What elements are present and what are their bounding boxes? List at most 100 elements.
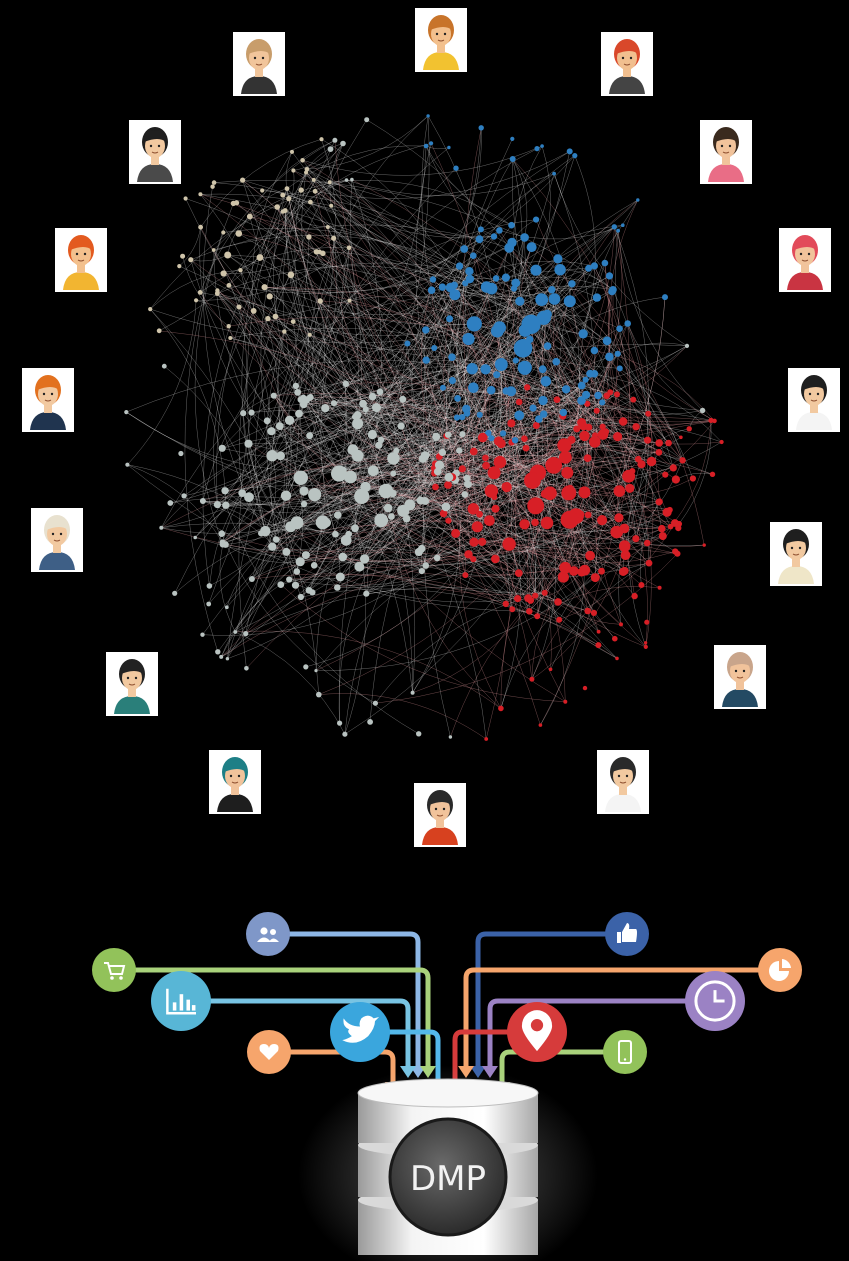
- avatar-mouth: [151, 151, 159, 154]
- network-node: [248, 409, 255, 416]
- network-edge: [200, 194, 281, 427]
- network-node: [590, 573, 600, 583]
- avatar-face: [786, 536, 806, 560]
- network-node: [541, 589, 548, 596]
- network-node: [492, 275, 500, 282]
- network-edge: [313, 179, 495, 237]
- network-node: [466, 363, 478, 375]
- network-edge: [236, 202, 620, 369]
- avatar-shirt: [30, 412, 66, 430]
- network-edge: [500, 577, 596, 709]
- network-edge: [531, 535, 663, 680]
- network-node: [198, 224, 204, 230]
- avatar-eye: [442, 807, 446, 811]
- network-node: [557, 438, 572, 453]
- avatar-eye: [75, 252, 79, 256]
- network-node: [585, 550, 595, 561]
- network-edge: [312, 300, 340, 474]
- network-node: [439, 509, 448, 518]
- network-edge: [316, 251, 533, 331]
- network-node: [448, 377, 456, 385]
- network-node: [590, 609, 598, 617]
- network-node: [211, 180, 217, 185]
- network-node: [616, 228, 620, 233]
- network-node: [512, 357, 519, 364]
- network-edge: [391, 283, 466, 517]
- network-node: [599, 423, 606, 430]
- network-node: [280, 490, 292, 501]
- avatar-shirt: [787, 272, 823, 290]
- network-node: [448, 735, 453, 739]
- avatar-fringe: [248, 42, 270, 54]
- network-edge: [200, 247, 350, 293]
- network-node: [554, 598, 562, 606]
- network-edge: [240, 270, 559, 603]
- network-node: [583, 454, 592, 462]
- network-edge: [536, 226, 615, 426]
- dmp-database: DMP: [298, 1065, 598, 1261]
- network-edge: [208, 471, 438, 605]
- network-edge: [531, 493, 556, 680]
- network-edge: [309, 330, 498, 351]
- network-edge: [425, 467, 674, 566]
- users-icon-circle: [246, 912, 290, 956]
- network-edge: [150, 300, 570, 344]
- network-node: [440, 384, 446, 391]
- network-edge: [462, 127, 566, 702]
- network-edge: [300, 470, 344, 598]
- network-node: [466, 316, 482, 332]
- network-edge: [450, 531, 617, 738]
- network-edge: [184, 203, 234, 652]
- network-edge: [638, 428, 690, 460]
- network-node: [218, 444, 226, 452]
- avatar-mouth: [436, 814, 444, 817]
- network-edge: [465, 501, 660, 576]
- mobile-connector-line: [499, 1049, 628, 1085]
- avatar-eye: [229, 774, 233, 778]
- network-edge: [540, 514, 585, 726]
- network-node: [478, 125, 484, 131]
- network-node: [599, 399, 606, 406]
- network-node: [272, 536, 280, 543]
- network-node: [362, 406, 369, 413]
- network-node: [553, 254, 563, 264]
- avatar-eye: [261, 56, 265, 60]
- network-edge: [308, 236, 397, 451]
- network-edge: [354, 404, 468, 418]
- network-node: [589, 436, 601, 448]
- avatar-fringe: [616, 42, 638, 54]
- network-node: [584, 400, 591, 407]
- network-node: [327, 180, 332, 185]
- network-node: [586, 369, 594, 378]
- network-edge: [342, 535, 663, 577]
- network-node: [484, 515, 495, 526]
- network-edge: [273, 188, 298, 393]
- network-node: [295, 409, 303, 418]
- network-node: [491, 504, 500, 513]
- network-edge: [344, 432, 489, 735]
- network-node: [444, 481, 452, 489]
- network-edge: [242, 413, 307, 556]
- network-node: [582, 685, 588, 691]
- network-edge: [246, 188, 288, 547]
- network-edge: [284, 331, 413, 693]
- network-edge: [200, 194, 537, 426]
- avatar-neck: [792, 558, 800, 567]
- network-node: [577, 396, 586, 405]
- network-node: [199, 498, 206, 504]
- avatar-eye: [790, 546, 794, 550]
- network-edge: [469, 278, 584, 335]
- network-node: [689, 475, 697, 482]
- network-node: [494, 436, 504, 447]
- network-edge: [280, 455, 585, 571]
- network-edge: [466, 478, 624, 572]
- network-node: [611, 224, 617, 230]
- avatar-bottom-left-teal-hood: [209, 750, 261, 814]
- network-edge: [126, 411, 344, 472]
- network-node: [470, 556, 477, 563]
- network-node: [260, 525, 271, 537]
- network-edge: [531, 546, 625, 680]
- avatar-mouth: [44, 399, 52, 402]
- network-node: [276, 451, 285, 461]
- network-edge: [306, 399, 588, 612]
